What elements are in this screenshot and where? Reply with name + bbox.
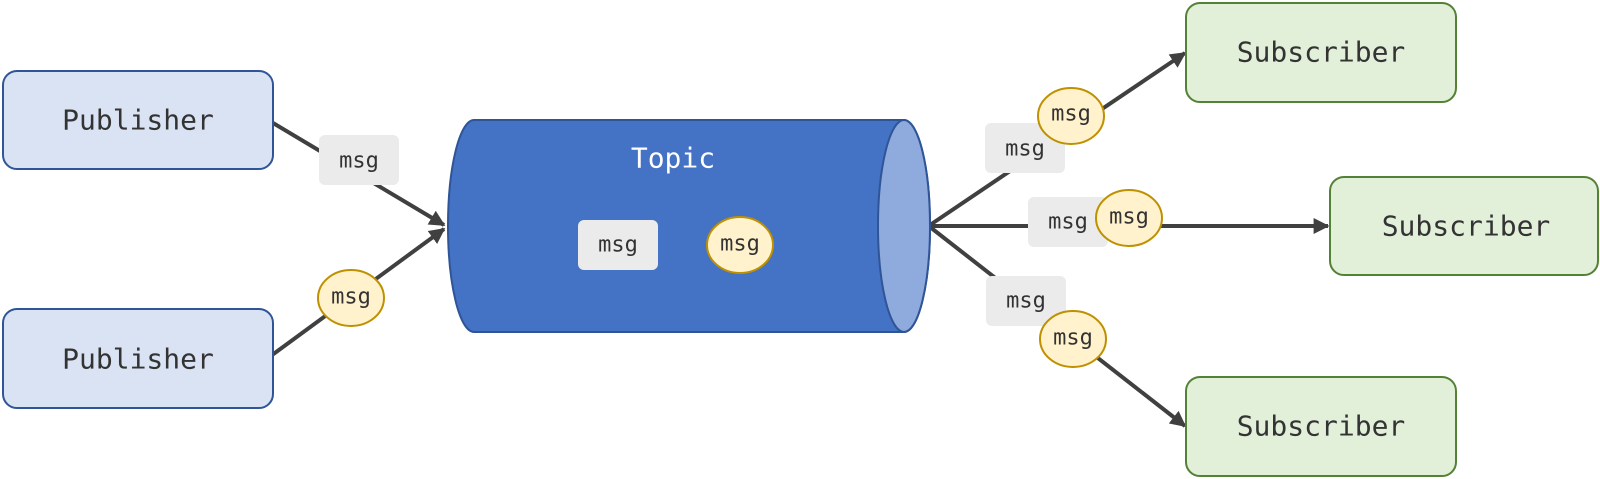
msg-chip-label: msg — [1048, 210, 1088, 235]
msg-chip-label: msg — [598, 233, 638, 258]
msg-circle-topic: msg — [706, 216, 774, 274]
msg-circle-label: msg — [331, 285, 371, 310]
msg-chip-subscriber-1: msg — [985, 123, 1065, 173]
msg-chip-label: msg — [339, 149, 379, 174]
subscriber-label-1: Subscriber — [1237, 36, 1406, 69]
publisher-node-1: Publisher — [2, 70, 274, 170]
msg-circle-subscriber-1: msg — [1037, 87, 1105, 145]
msg-chip-publisher-1: msg — [319, 135, 399, 185]
msg-circle-label: msg — [720, 232, 760, 257]
publisher-node-2: Publisher — [2, 308, 274, 409]
topic-cylinder-end — [877, 119, 931, 333]
msg-chip-label: msg — [1006, 289, 1046, 314]
publisher-label-1: Publisher — [62, 104, 214, 137]
msg-circle-subscriber-3: msg — [1039, 310, 1107, 368]
msg-chip-topic: msg — [578, 220, 658, 270]
topic-cylinder: Topic — [447, 119, 931, 333]
msg-chip-subscriber-3: msg — [986, 276, 1066, 326]
msg-chip-label: msg — [1005, 137, 1045, 162]
subscriber-label-2: Subscriber — [1382, 210, 1551, 243]
subscriber-node-1: Subscriber — [1185, 2, 1457, 103]
subscriber-node-2: Subscriber — [1329, 176, 1599, 276]
subscriber-label-3: Subscriber — [1237, 410, 1406, 443]
msg-circle-label: msg — [1109, 205, 1149, 230]
msg-circle-publisher-2: msg — [317, 269, 385, 327]
topic-label: Topic — [631, 142, 715, 175]
msg-circle-label: msg — [1053, 326, 1093, 351]
publisher-label-2: Publisher — [62, 343, 214, 376]
subscriber-node-3: Subscriber — [1185, 376, 1457, 477]
msg-circle-label: msg — [1051, 102, 1091, 127]
msg-chip-subscriber-2: msg — [1028, 197, 1108, 247]
msg-circle-subscriber-2: msg — [1095, 189, 1163, 247]
